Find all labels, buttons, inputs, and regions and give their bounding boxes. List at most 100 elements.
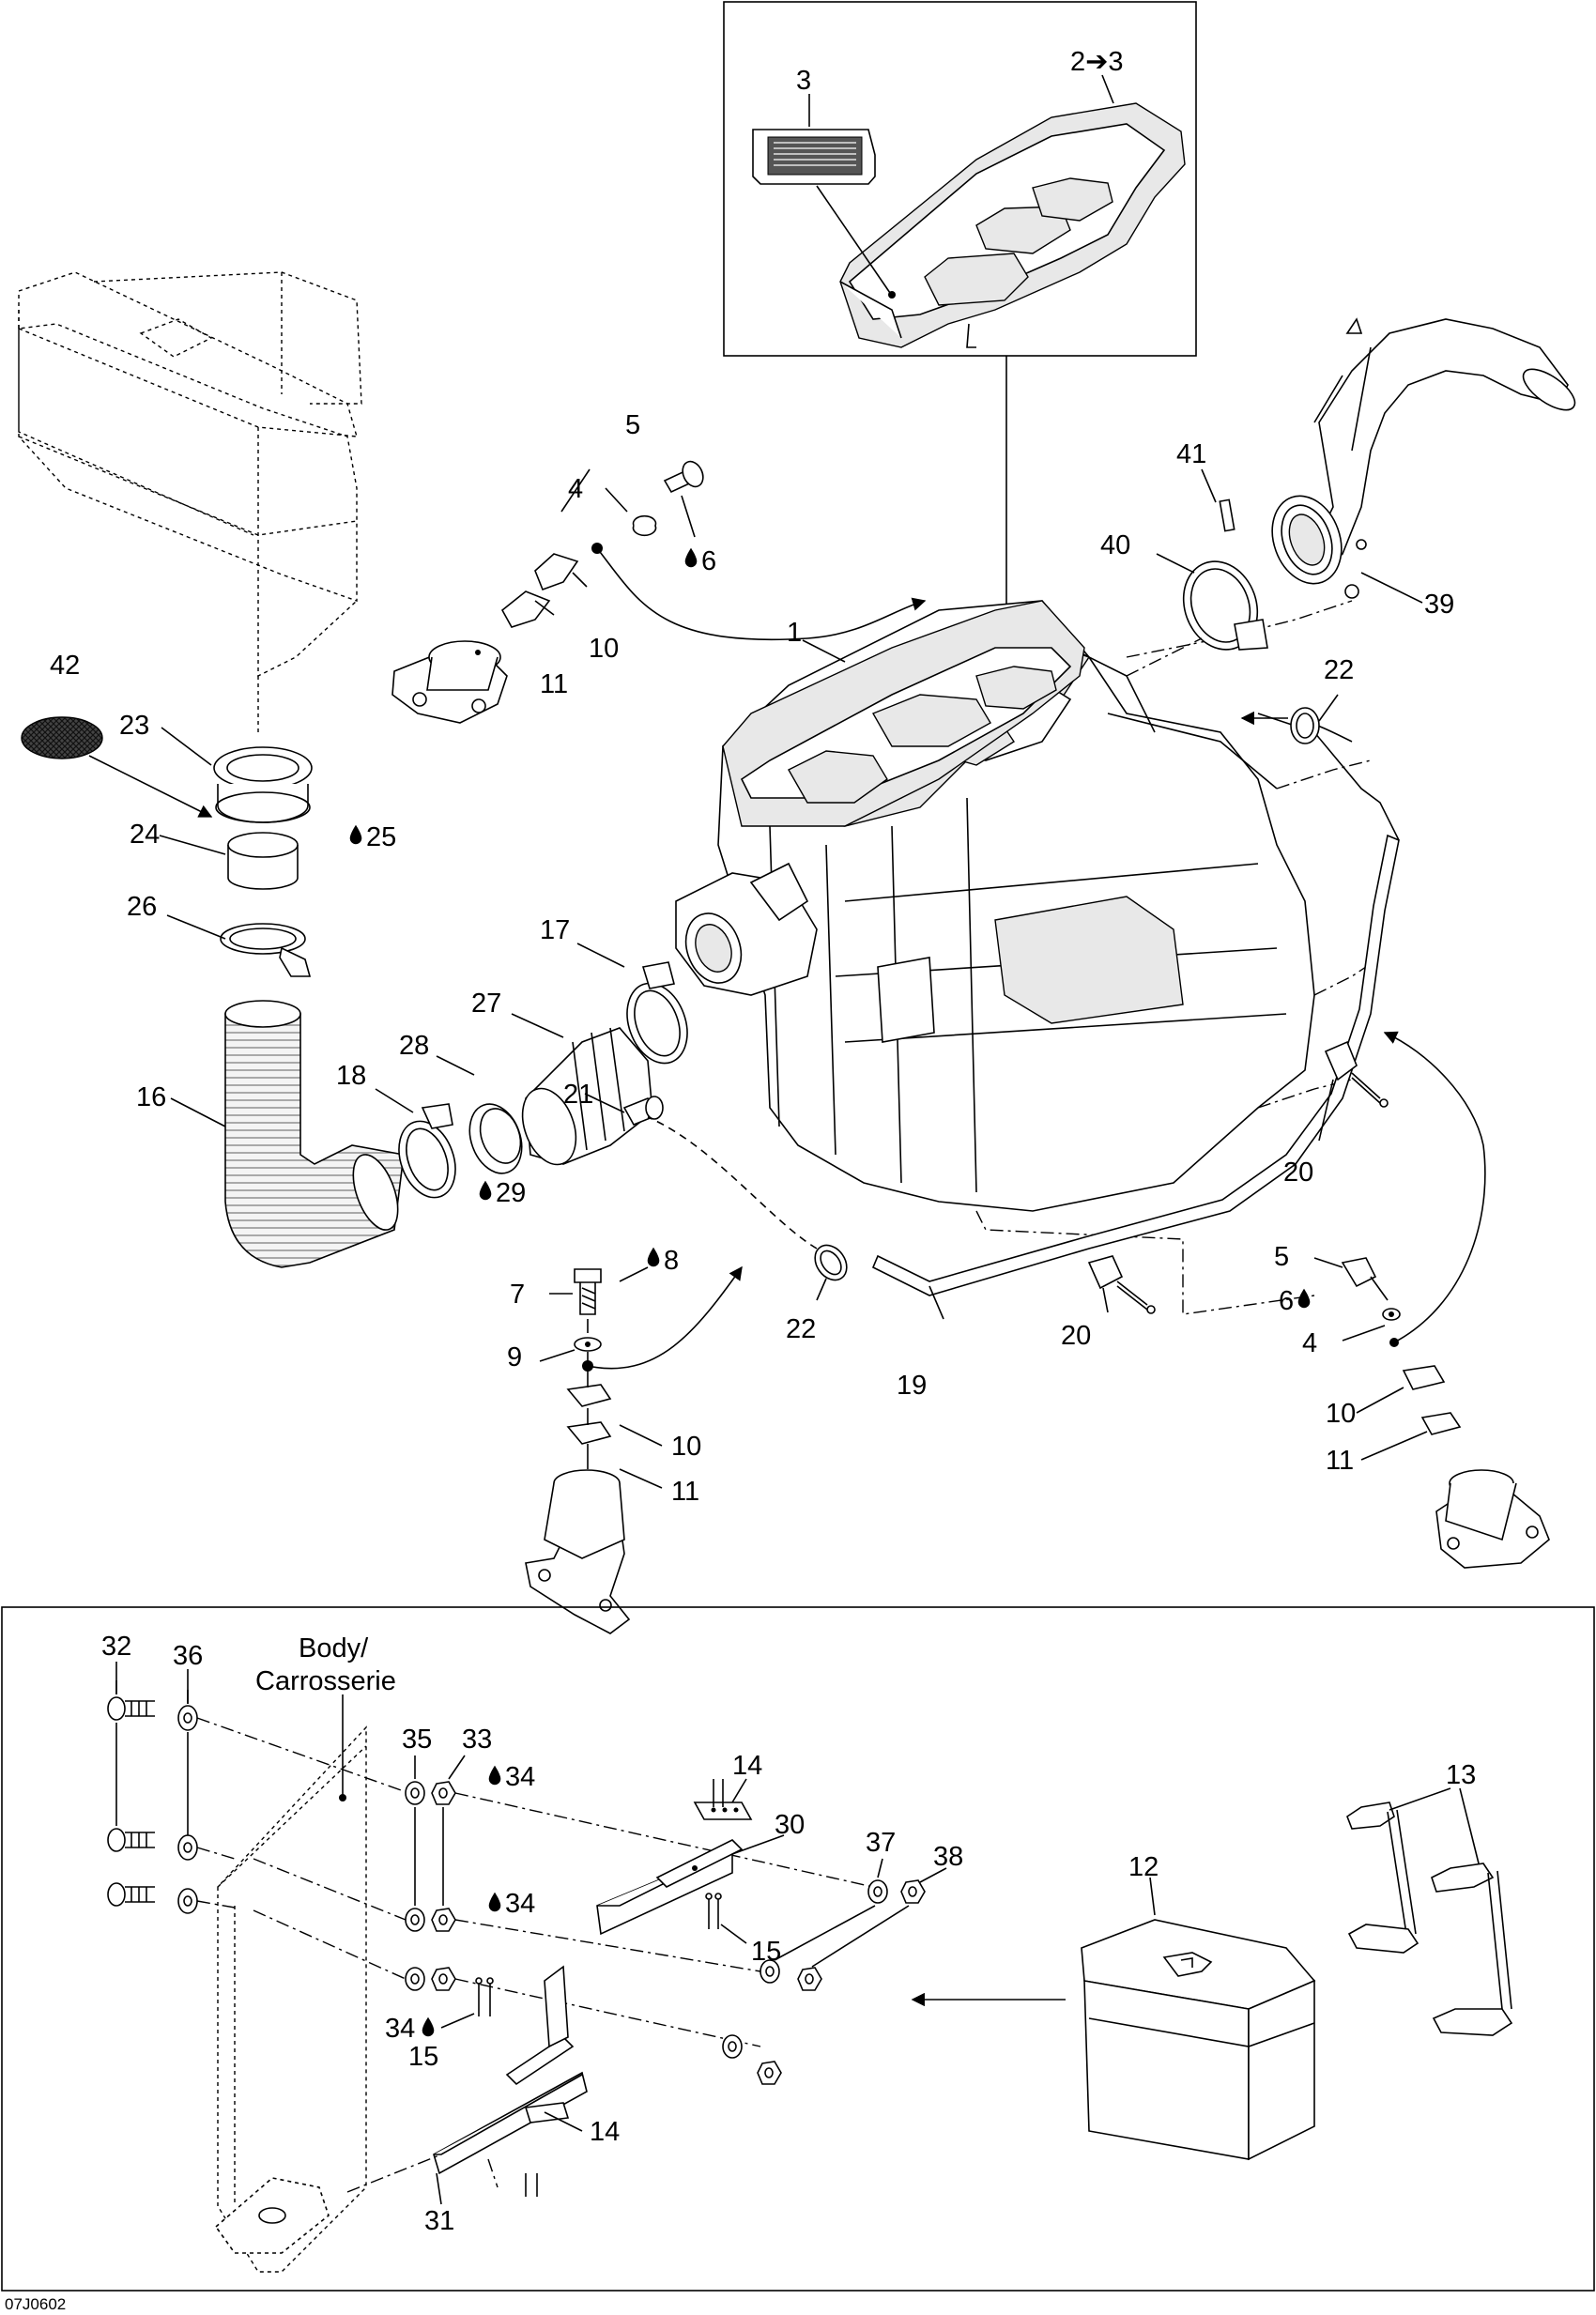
callout-23: 23 <box>119 711 149 741</box>
callout-5: 5 <box>625 410 640 440</box>
leader-lines <box>159 468 1423 1320</box>
callout-19: 19 <box>897 1371 927 1401</box>
callout-40: 40 <box>1100 530 1130 560</box>
washer-37 <box>722 1879 888 2059</box>
lubricant-drop-icon <box>1297 1288 1311 1309</box>
callout-8: 8 <box>664 1246 679 1276</box>
lubricant-drop-icon <box>488 1765 501 1786</box>
callout-labels-main: 1 4 5 6 10 11 41 40 39 22 42 23 24 25 26… <box>50 410 1454 1507</box>
callout-3: 3 <box>796 66 811 96</box>
callout-4: 4 <box>568 474 583 504</box>
callout-28: 28 <box>399 1031 429 1061</box>
callout-18: 18 <box>336 1061 366 1091</box>
screen-42 <box>21 716 103 759</box>
clamp-40 <box>1182 560 1268 651</box>
callout-11-right: 11 <box>1326 1446 1354 1476</box>
lubricant-drop-icon <box>684 547 698 568</box>
callout-32: 32 <box>101 1632 131 1662</box>
callout-2to3: 2➔3 <box>1070 47 1124 77</box>
callout-10-lower: 10 <box>671 1432 701 1462</box>
callout-5-right: 5 <box>1274 1242 1289 1272</box>
clip-20-right <box>1324 1040 1389 1108</box>
callout-20-right: 20 <box>1283 1158 1313 1188</box>
callout-26: 26 <box>127 892 157 922</box>
pin-41 <box>1219 498 1235 532</box>
callout-16: 16 <box>136 1082 166 1112</box>
intake-parts-left <box>21 716 688 1268</box>
battery-12 <box>1081 1919 1316 2161</box>
clamp-22-upper <box>1290 707 1320 744</box>
callout-20-lower: 20 <box>1061 1321 1091 1351</box>
lubricant-drop-icon <box>479 1180 492 1201</box>
callout-12: 12 <box>1128 1852 1159 1882</box>
body-label-line2: Carrosserie <box>255 1666 396 1696</box>
callout-14-lower: 14 <box>590 2117 620 2147</box>
callout-36: 36 <box>173 1641 203 1671</box>
callout-14-upper: 14 <box>732 1751 762 1781</box>
callout-10: 10 <box>589 634 619 664</box>
callout-21: 21 <box>563 1080 593 1110</box>
strap-13 <box>1346 1801 1513 2036</box>
direction-arrow-icon <box>88 755 213 818</box>
battery-inset: Body/ Carrosserie <box>1 1606 1595 2292</box>
callout-6: 6 <box>701 546 716 576</box>
bolt-32 <box>107 1696 155 1907</box>
callout-10-right: 10 <box>1326 1399 1356 1429</box>
body-label-line1: Body/ <box>299 1633 369 1663</box>
callout-22-lower: 22 <box>786 1314 816 1344</box>
clip-20-lower <box>1087 1255 1156 1314</box>
callout-39: 39 <box>1424 590 1454 620</box>
engine-mount-right <box>1313 1031 1550 1569</box>
bracket-31 <box>433 1965 588 2175</box>
callout-11: 11 <box>540 669 568 699</box>
callout-33: 33 <box>462 1725 492 1755</box>
callout-9: 9 <box>507 1342 522 1372</box>
engine-cover-inset: 3 2➔3 <box>723 1 1197 357</box>
nut-33 <box>431 1781 456 1991</box>
callout-25: 25 <box>366 822 396 852</box>
callout-17: 17 <box>540 915 570 945</box>
callout-13: 13 <box>1446 1760 1476 1790</box>
engine-mount-lower-left <box>525 1265 743 1634</box>
engine-cover-illustration <box>839 102 1186 348</box>
exhaust-phantom <box>1126 637 1203 677</box>
callout-6-right: 6 <box>1279 1286 1294 1316</box>
exhaust-outlet-39 <box>1271 317 1576 599</box>
lubricant-drop-icon <box>647 1247 660 1267</box>
callout-29: 29 <box>496 1178 526 1208</box>
callout-35: 35 <box>402 1725 432 1755</box>
callout-31: 31 <box>424 2206 454 2236</box>
callout-41: 41 <box>1176 439 1206 469</box>
fitting-leader <box>647 1116 818 1249</box>
air-box-phantom <box>18 271 362 732</box>
callout-34-lower: 34 <box>385 2014 415 2044</box>
warning-decal <box>752 129 876 185</box>
callout-15-upper: 15 <box>751 1937 781 1967</box>
callout-4-right: 4 <box>1302 1328 1317 1358</box>
engine-cover-main <box>722 600 1085 827</box>
callout-15-lower: 15 <box>408 2042 438 2072</box>
lubricant-drop-icon <box>422 2016 435 2037</box>
bottom-inset-frame <box>1 1606 1595 2292</box>
callout-37: 37 <box>866 1828 896 1858</box>
engine-mount-upper-left <box>391 460 927 724</box>
callout-24: 24 <box>130 820 160 850</box>
rivet-15 <box>475 1779 724 2197</box>
callout-27: 27 <box>471 989 501 1019</box>
callout-22-upper: 22 <box>1324 655 1354 685</box>
lubricant-drop-icon <box>488 1892 501 1912</box>
callout-34-upper: 34 <box>505 1762 535 1792</box>
callout-7: 7 <box>510 1280 525 1310</box>
callout-38: 38 <box>933 1842 963 1872</box>
callout-30: 30 <box>775 1810 805 1840</box>
figure-code: 07J0602 <box>5 2295 66 2313</box>
nut-38 <box>757 1879 926 2085</box>
lubricant-drop-icon <box>349 824 362 845</box>
clamp-22-lower <box>814 1244 848 1281</box>
callout-11-lower: 11 <box>671 1477 699 1507</box>
callout-1: 1 <box>787 618 802 648</box>
inset-frame <box>723 1 1197 357</box>
callout-42: 42 <box>50 651 80 681</box>
bracket-30 <box>596 1801 753 1936</box>
